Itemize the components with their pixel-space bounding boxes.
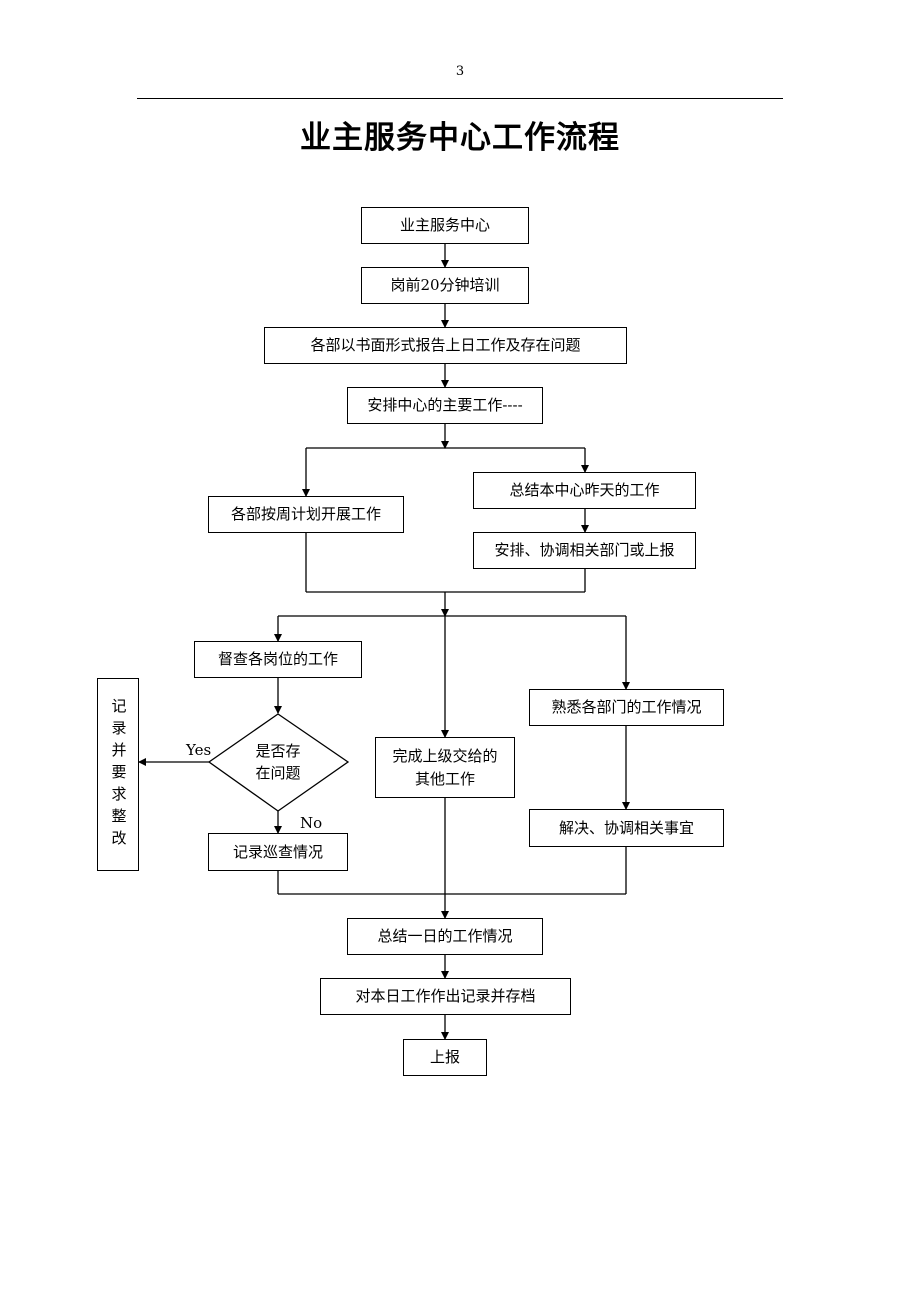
- node-training: 岗前20分钟培训: [361, 267, 529, 304]
- node-written-report: 各部以书面形式报告上日工作及存在问题: [264, 327, 627, 364]
- node-coordinate-report: 安排、协调相关部门或上报: [473, 532, 696, 569]
- header-rule: [137, 98, 783, 99]
- edge-label-yes: Yes: [186, 741, 212, 759]
- node-superior-tasks: 完成上级交给的 其他工作: [375, 737, 515, 798]
- decision-label: 是否存 在问题: [255, 742, 301, 782]
- node-report-up: 上报: [403, 1039, 487, 1076]
- node-summarize-yesterday: 总结本中心昨天的工作: [473, 472, 696, 509]
- node-record-patrol: 记录巡查情况: [208, 833, 348, 871]
- flowchart-title: 业主服务中心工作流程: [300, 120, 620, 156]
- page-number: 3: [455, 64, 465, 79]
- node-supervise: 督查各岗位的工作: [194, 641, 362, 678]
- decision-diamond: [207, 713, 350, 812]
- edge-label-no: No: [300, 814, 323, 832]
- node-weekly-plan: 各部按周计划开展工作: [208, 496, 404, 533]
- node-daily-summary: 总结一日的工作情况: [347, 918, 543, 955]
- node-arrange: 安排中心的主要工作----: [347, 387, 543, 424]
- node-familiarize: 熟悉各部门的工作情况: [529, 689, 724, 726]
- node-record-archive: 对本日工作作出记录并存档: [320, 978, 571, 1015]
- node-resolve: 解决、协调相关事宜: [529, 809, 724, 847]
- node-record-rectify: 记录并要求整改: [97, 678, 139, 871]
- node-start: 业主服务中心: [361, 207, 529, 244]
